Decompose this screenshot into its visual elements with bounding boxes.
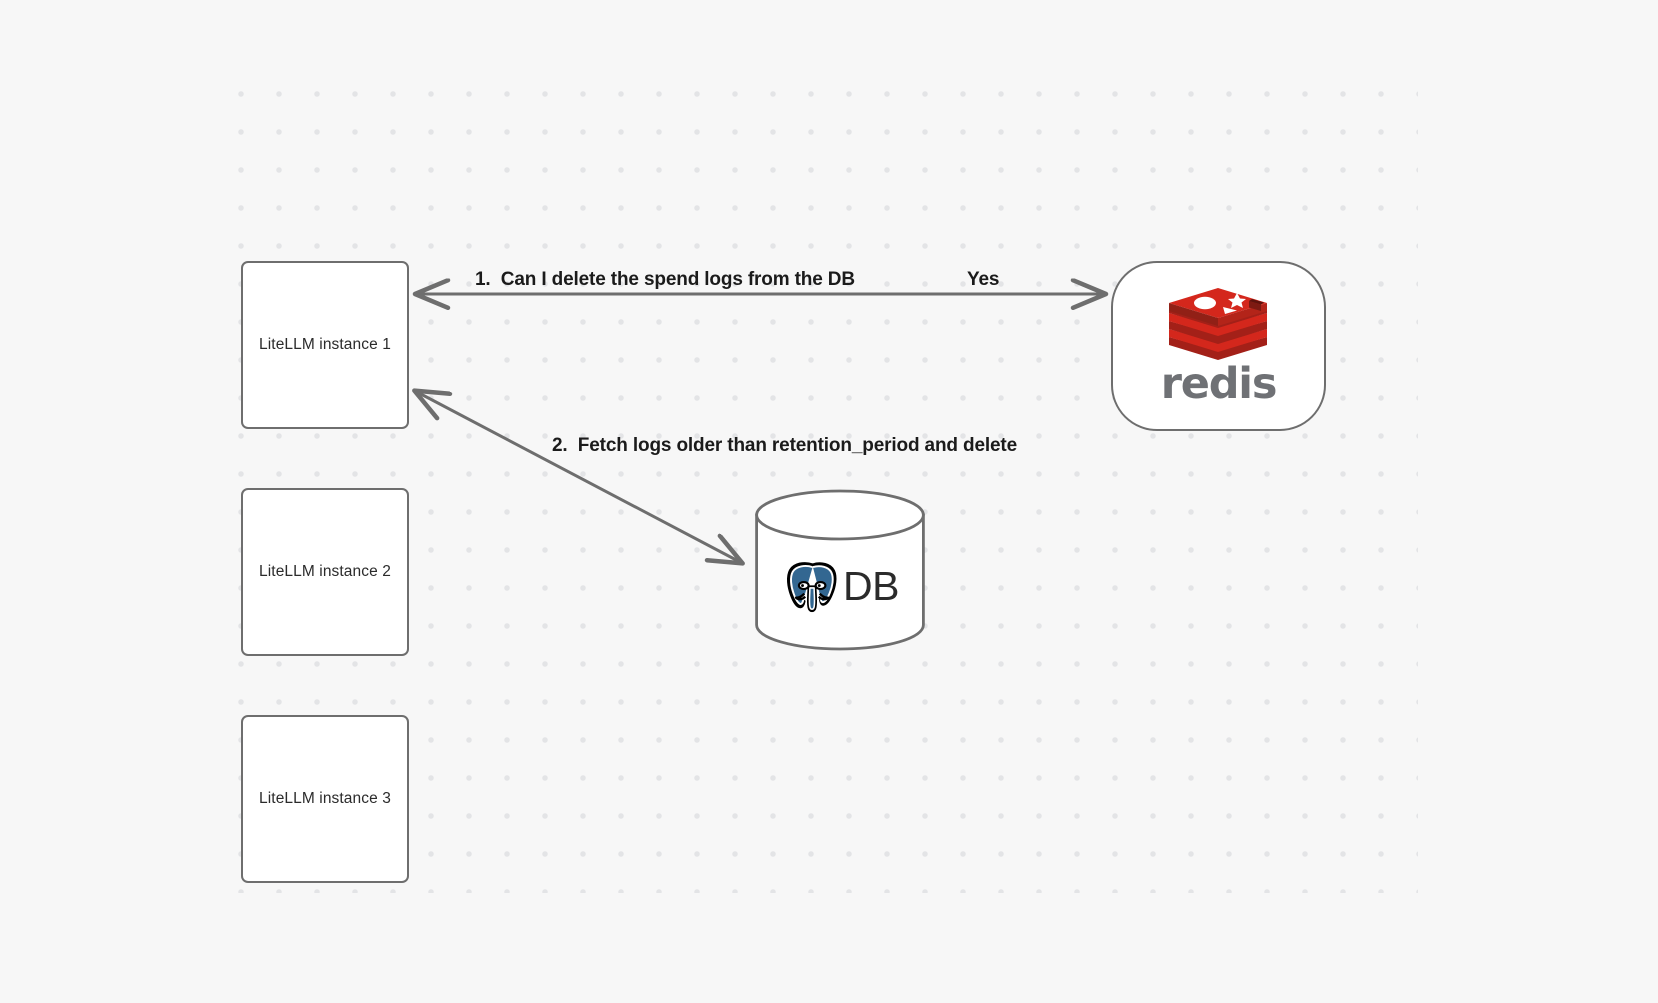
postgresql-elephant-icon: [787, 562, 837, 613]
node-litellm-instance-3[interactable]: LiteLLM instance 3: [241, 715, 409, 883]
edge-label-1-response: Yes: [967, 269, 1000, 290]
edge-db-to-llm1: [417, 392, 740, 562]
edge-label-2: 2. Fetch logs older than retention_perio…: [552, 435, 1018, 456]
node-database[interactable]: DB: [754, 489, 926, 651]
node-litellm-instance-1[interactable]: LiteLLM instance 1: [241, 261, 409, 429]
cylinder-shape: [755, 489, 925, 651]
node-litellm-instance-2[interactable]: LiteLLM instance 2: [241, 488, 409, 656]
node-label: LiteLLM instance 3: [259, 789, 391, 807]
db-content: DB: [754, 541, 926, 631]
redis-logo-icon: [1169, 287, 1268, 360]
db-label: DB: [843, 562, 899, 609]
redis-wordmark: redis: [1160, 358, 1278, 409]
node-label: LiteLLM instance 1: [259, 335, 391, 353]
node-redis[interactable]: redis: [1111, 261, 1326, 431]
redis-logo-wrap: redis: [1160, 287, 1278, 409]
node-label: LiteLLM instance 2: [259, 562, 391, 580]
edge-label-1: 1. Can I delete the spend logs from the …: [475, 269, 855, 290]
